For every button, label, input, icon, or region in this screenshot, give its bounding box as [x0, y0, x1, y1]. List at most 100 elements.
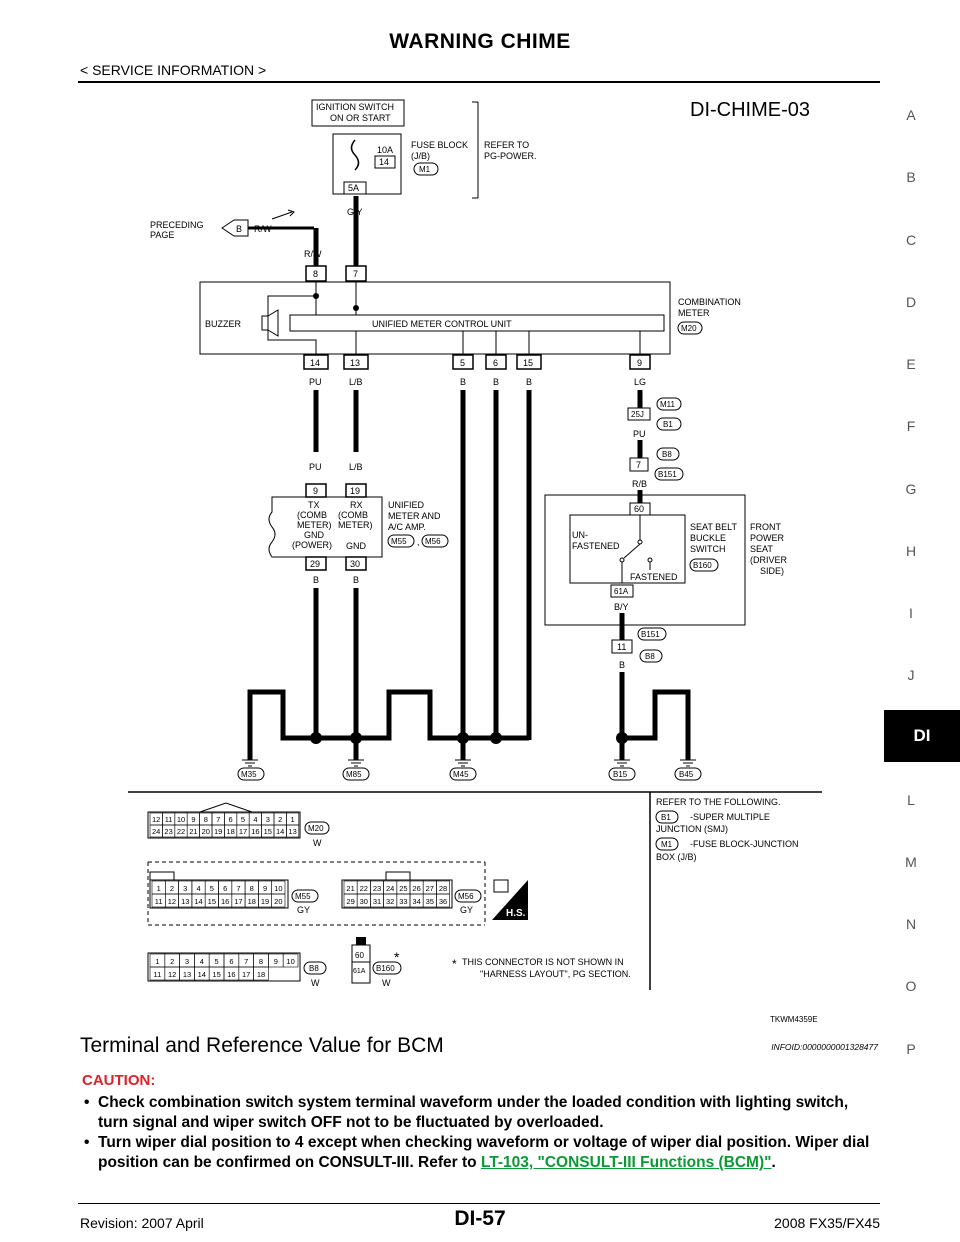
index-letter[interactable]: L: [907, 792, 915, 808]
footer-rule: [78, 1203, 880, 1204]
pin-box: [305, 556, 327, 571]
m20-connector: [147, 811, 301, 839]
tx-meter: METER): [297, 520, 332, 530]
connector-pin-label: 12: [168, 897, 176, 906]
pin-sixty: 60: [634, 504, 644, 514]
m20-label-2: M20: [308, 824, 324, 833]
index-letter[interactable]: C: [905, 232, 917, 248]
fuse-block-label-2: (J/B): [411, 151, 430, 161]
pin-box-61a: [610, 584, 634, 598]
pin-label: 7: [353, 269, 358, 279]
ground-icon: [680, 759, 696, 767]
connector-pin-label: 30: [360, 897, 368, 906]
revision: Revision: 2007 April: [80, 1215, 204, 1231]
unified-amp-box: [268, 496, 383, 558]
wire-color-b: B: [460, 708, 466, 718]
index-letter[interactable]: J: [907, 667, 915, 683]
connector-pin-label: 7: [244, 957, 248, 966]
ground-icon: [348, 759, 364, 767]
switch-contact: [637, 539, 643, 545]
connector-pin-label: 22: [360, 884, 368, 893]
connector-pin-label: 4: [253, 815, 257, 824]
wire-color-b: B: [353, 708, 359, 718]
junction-dot: [490, 732, 502, 744]
tx-label: TX: [308, 500, 320, 510]
hs-connector-icon: [493, 879, 509, 893]
comma: ,: [417, 537, 420, 547]
b8-connector: [147, 952, 301, 982]
header-rule: [78, 81, 880, 83]
b160-badge: [689, 558, 719, 572]
index-letter[interactable]: B: [906, 169, 916, 185]
connector-pin-label: 27: [426, 884, 434, 893]
page-subtitle: < SERVICE INFORMATION >: [80, 62, 267, 78]
pin-label: 6: [493, 358, 498, 368]
pin-box: [345, 265, 367, 282]
wire-color-b: B: [685, 708, 691, 718]
m11-badge: [656, 397, 682, 411]
front-power-label-4: (DRIVER: [750, 555, 788, 565]
cross-reference-link[interactable]: LT-103, "CONSULT-III Functions (BCM)": [480, 1154, 772, 1171]
connector-pin-label: 23: [164, 827, 172, 836]
connector-pin-label: 18: [226, 827, 234, 836]
index-letter[interactable]: F: [906, 418, 916, 434]
index-letter[interactable]: P: [906, 1041, 916, 1057]
index-letter[interactable]: G: [905, 481, 917, 497]
switch-label: SWITCH: [690, 544, 726, 554]
index-letter[interactable]: N: [905, 916, 917, 932]
caution-item: Turn wiper dial position to 4 except whe…: [82, 1133, 882, 1173]
fuse-num-box: [374, 155, 396, 169]
index-tab-active[interactable]: DI: [884, 710, 960, 762]
junction-dot: [457, 732, 469, 744]
index-letter[interactable]: E: [906, 356, 916, 372]
b8-label-3: B8: [309, 964, 319, 973]
m1-badge: [413, 162, 439, 176]
connector-pin-label: 25: [399, 884, 407, 893]
arrow-icon: [271, 209, 295, 220]
b160-pin-60: 60: [355, 951, 364, 960]
connector-pin-label: 35: [426, 897, 434, 906]
pin-seven: 7: [636, 460, 641, 470]
gnd-label-2: GND: [346, 541, 367, 551]
connector-pin-label: 6: [229, 815, 233, 824]
connector-pin-label: 16: [221, 897, 229, 906]
buzzer-wire-2: [267, 330, 317, 355]
pin-box: [305, 265, 327, 282]
connector-pin-label: 2: [170, 957, 174, 966]
connector-pin-label: 17: [239, 827, 247, 836]
front-power-label-3: SEAT: [750, 544, 773, 554]
index-letter[interactable]: I: [909, 605, 913, 621]
refer-following: REFER TO THE FOLLOWING.: [656, 797, 781, 807]
smj-label: -SUPER MULTIPLE: [690, 812, 770, 822]
m1-label: M1: [419, 165, 431, 174]
refer-label: REFER TO: [484, 140, 529, 150]
combination-label: COMBINATION: [678, 297, 741, 307]
connector-pin-label: 13: [181, 897, 189, 906]
b160-label: B160: [693, 561, 712, 570]
m1-label-2: M1: [661, 840, 673, 849]
connector-pin-label: 1: [155, 957, 159, 966]
ground-icon: [242, 759, 258, 767]
pin-box: [452, 354, 474, 370]
b151-badge-2: [637, 627, 667, 641]
m56-color: GY: [460, 905, 473, 915]
connector-cell: [282, 953, 299, 968]
index-letter[interactable]: A: [906, 107, 916, 123]
wire-color-b: B: [526, 708, 532, 718]
pin-box-7: [629, 457, 649, 472]
index-letter[interactable]: M: [905, 854, 917, 870]
wire-color-b: B: [247, 708, 253, 718]
pin-61a: 61A: [614, 587, 629, 596]
caution-item-text: Turn wiper dial position to 4 except whe…: [98, 1134, 870, 1171]
connector-pin-label: 3: [183, 884, 187, 893]
index-letter[interactable]: H: [905, 543, 917, 559]
five-a-box: [343, 181, 367, 195]
section-title: Terminal and Reference Value for BCM: [80, 1034, 444, 1057]
index-letter[interactable]: D: [905, 294, 917, 310]
connector-pin-label: 21: [189, 827, 197, 836]
pin-label: 5: [460, 358, 465, 368]
index-letter[interactable]: O: [905, 978, 917, 994]
connector-pin-label: 14: [276, 827, 284, 836]
